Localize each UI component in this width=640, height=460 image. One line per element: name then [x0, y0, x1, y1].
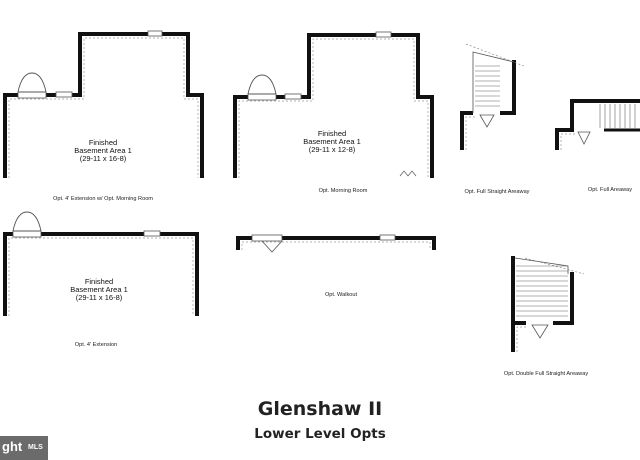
plan-extension-morning-room: Finished Basement Area 1 (29-11 x 16-8) …	[3, 30, 204, 202]
exterior-wall	[3, 32, 204, 178]
window	[143, 230, 161, 237]
watermark-suffix: MLS	[28, 444, 43, 451]
window	[284, 93, 302, 100]
door-swing	[261, 240, 283, 253]
interior-outline	[8, 237, 194, 316]
plan-caption: Opt. Double Full Straight Areaway	[504, 371, 588, 377]
plan-morning-room: Finished Basement Area 1 (29-11 x 12-8) …	[233, 31, 434, 194]
plan-caption: Opt. 4' Extension	[75, 342, 117, 348]
plan-caption: Opt. 4' Extension w/ Opt. Morning Room	[53, 196, 153, 202]
interior-outline	[238, 38, 429, 178]
sheet-title: Glenshaw II	[257, 398, 383, 420]
exterior-wall	[555, 99, 640, 150]
stair-treads	[475, 65, 500, 107]
egress-window	[247, 93, 277, 101]
exterior-wall	[500, 60, 516, 115]
exterior-wall	[3, 232, 199, 316]
interior-outline	[8, 37, 199, 178]
watermark-brand: ght	[2, 439, 23, 454]
plan-walkout: Opt. Walkout	[236, 234, 436, 298]
door-swing	[531, 324, 549, 339]
mls-watermark: ght MLS	[0, 436, 48, 460]
egress-window	[12, 230, 42, 238]
plan-4ft-extension: Finished Basement Area 1 (29-11 x 16-8) …	[3, 211, 199, 348]
plan-full-areaway: Opt. Full Areaway	[555, 99, 640, 193]
window	[379, 234, 396, 241]
door-swing	[479, 114, 495, 128]
interior-outline	[241, 241, 431, 250]
walkout-door	[251, 234, 283, 242]
bifold-door	[399, 170, 417, 177]
window	[147, 30, 163, 37]
window-well	[12, 211, 42, 232]
interior-outline	[560, 133, 575, 150]
plan-caption: Opt. Full Straight Areaway	[465, 189, 530, 195]
room-label: Finished	[89, 138, 117, 147]
window-well	[17, 72, 47, 93]
room-label: Finished	[318, 129, 346, 138]
slope-line	[465, 43, 525, 67]
plan-double-full-straight-areaway: Opt. Double Full Straight Areaway	[504, 256, 588, 377]
areaway-wall	[472, 51, 515, 113]
window-well	[247, 74, 277, 95]
window	[55, 91, 73, 98]
room-dimensions: (29-11 x 12-8)	[309, 145, 356, 154]
plan-caption: Opt. Walkout	[325, 292, 358, 298]
sheet-subtitle: Lower Level Opts	[254, 426, 386, 442]
exterior-wall	[236, 236, 436, 250]
stair-treads	[599, 104, 636, 128]
exterior-wall	[553, 272, 574, 325]
plan-caption: Opt. Full Areaway	[588, 187, 632, 193]
room-label: Finished	[85, 277, 113, 286]
egress-window	[17, 91, 47, 99]
interior-outline	[465, 116, 476, 150]
room-dimensions: (29-11 x 16-8)	[80, 154, 127, 163]
room-label: Basement Area 1	[303, 137, 361, 146]
room-label: Basement Area 1	[74, 146, 132, 155]
room-dimensions: (29-11 x 16-8)	[76, 293, 123, 302]
window	[375, 31, 392, 38]
interior-outline	[516, 326, 528, 352]
exterior-wall	[233, 33, 434, 178]
stair-treads	[516, 265, 568, 317]
room-label: Basement Area 1	[70, 285, 128, 294]
exterior-wall	[460, 111, 473, 150]
plan-full-straight-areaway: Opt. Full Straight Areaway	[460, 43, 530, 195]
plan-caption: Opt. Morning Room	[319, 188, 368, 194]
door-swing	[577, 131, 591, 145]
